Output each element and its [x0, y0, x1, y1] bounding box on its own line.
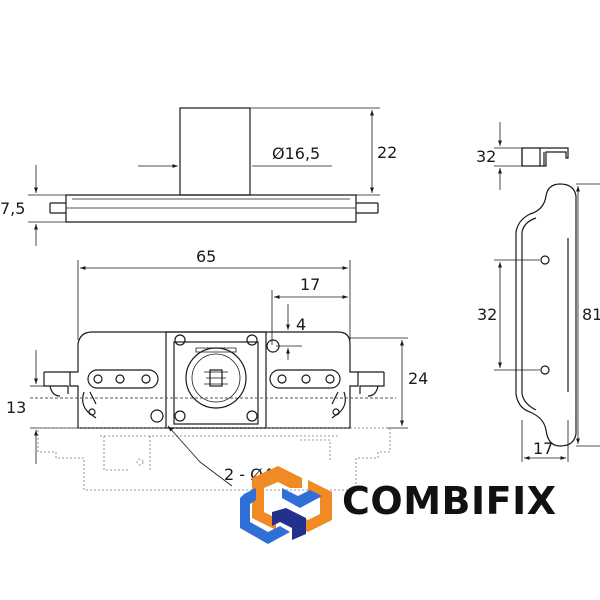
side-view: 32 32 81 17	[476, 122, 600, 462]
dim-left-height: 13	[6, 398, 26, 417]
dim-hole-drop: 4	[296, 315, 306, 334]
dim-top-diameter: Ø16,5	[272, 144, 320, 163]
combifix-logo-mark	[240, 466, 332, 544]
combifix-logo-text: COMBIFIX	[342, 479, 557, 523]
front-view: 65 17 4	[6, 247, 428, 491]
dim-front-height: 24	[408, 369, 428, 388]
dim-side-depth: 17	[533, 439, 553, 458]
top-view: Ø16,5 22 7,5	[0, 107, 397, 246]
dim-side-pitch: 32	[477, 305, 497, 324]
dim-hole-offset: 17	[300, 275, 320, 294]
combifix-logo: COMBIFIX	[240, 466, 557, 544]
dim-side-top: 32	[476, 147, 496, 166]
dim-top-thickness: 7,5	[0, 199, 25, 218]
dim-overall-width: 65	[196, 247, 216, 266]
dim-side-length: 81	[582, 305, 600, 324]
dim-top-height: 22	[377, 143, 397, 162]
